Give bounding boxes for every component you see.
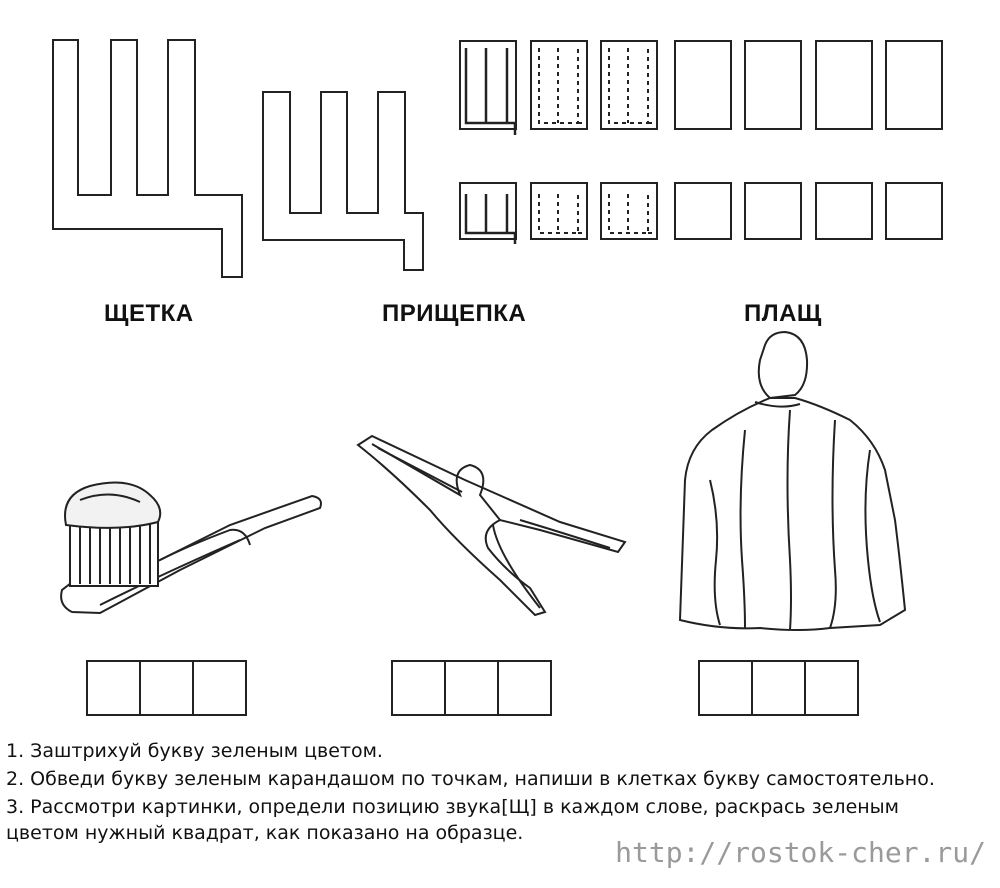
sound-position-boxes-brush[interactable] [86,660,247,716]
instruction-3: 3. Рассмотри картинки, определи позицию … [6,796,900,818]
instruction-2: 2. Обведи букву зеленым карандашом по то… [6,768,935,790]
position-box[interactable] [700,662,753,714]
position-box[interactable] [753,662,806,714]
position-box[interactable] [88,662,141,714]
word-label-clothespin: ПРИЩЕПКА [382,300,527,327]
position-box[interactable] [393,662,446,714]
position-box[interactable] [446,662,499,714]
tracing-row-tall [459,40,943,135]
position-box[interactable] [194,662,245,714]
source-url: http://rostok-cher.ru/ [615,836,986,869]
instruction-3-cont: цветом нужный квадрат, как показано на о… [6,822,524,844]
toothbrush-icon [60,481,322,615]
position-box[interactable] [806,662,857,714]
instruction-1: 1. Заштрихуй букву зеленым цветом. [6,740,383,762]
word-label-brush: ЩЕТКА [104,300,194,327]
word-label-cloak: ПЛАЩ [744,300,822,327]
sound-position-boxes-clothespin[interactable] [391,660,552,716]
medium-letter-outline [262,91,424,271]
clothespin-icon [356,434,627,617]
position-box[interactable] [499,662,550,714]
large-letter-outline [52,39,243,278]
position-box[interactable] [141,662,194,714]
sound-position-boxes-cloak[interactable] [698,660,859,716]
cloak-icon [678,330,907,631]
tracing-row-square [459,182,943,244]
